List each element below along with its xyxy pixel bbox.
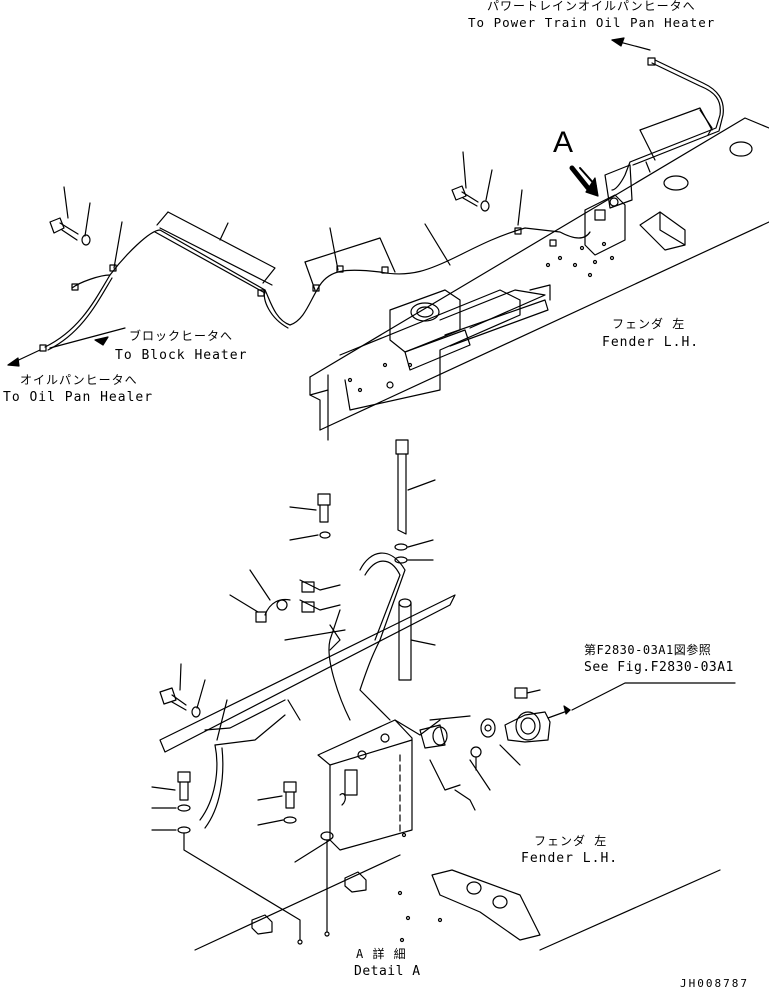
leader-lines-top [156, 107, 713, 291]
bolt-washer-top-right [451, 151, 523, 226]
long-bolt [395, 439, 436, 535]
cable-assembly-middle [229, 552, 406, 721]
label-fender-top-en: Fender L.H. [602, 335, 700, 350]
label-detail-en: Detail A [354, 964, 421, 979]
heater-cable-top [39, 227, 591, 352]
label-detail-jp: A 詳 細 [356, 947, 407, 961]
bolt-washer-lower-center [257, 781, 334, 937]
label-arrow-a: A [553, 126, 574, 159]
label-power-train-jp: パワートレインオイルパンヒータへ [487, 0, 696, 13]
label-block-heater-en: To Block Heater [115, 348, 248, 363]
bracket-frame-top [339, 284, 551, 411]
fender-plate-bottom [194, 832, 721, 951]
washers-middle [394, 539, 434, 564]
heater-socket-mount-top [584, 164, 633, 256]
pipe-to-power-train-heater [611, 57, 724, 191]
label-power-train-en: To Power Train Oil Pan Heater [468, 15, 716, 30]
bolt-washer-lower-left [159, 663, 228, 741]
label-oil-pan-jp: オイルパンヒータへ [20, 373, 138, 387]
bolt-washer-middle [289, 493, 331, 541]
support-bar [159, 594, 456, 753]
label-fender-top-jp: フェンダ 左 [612, 317, 686, 331]
fender-plate-top [309, 117, 769, 441]
see-fig-leader [571, 682, 736, 711]
label-see-fig-jp: 第F2830-03A1図参照 [584, 643, 712, 657]
label-block-heater-jp: ブロックヒータへ [129, 329, 234, 343]
drawing-code: JH008787 [680, 977, 749, 990]
label-fender-bottom-en: Fender L.H. [521, 851, 619, 866]
label-fender-bottom-jp: フェンダ 左 [534, 834, 608, 848]
arrow-a-indicator [569, 165, 599, 197]
bolt-washer-top-left [49, 186, 123, 269]
bolt-washer-lower [151, 744, 303, 945]
label-see-fig-en: See Fig.F2830-03A1 [584, 660, 734, 675]
label-oil-pan-en: To Oil Pan Healer [3, 390, 154, 405]
socket-bracket [317, 719, 441, 851]
spacer-tube [398, 598, 436, 681]
direction-arrows-top [7, 37, 651, 367]
heater-socket-assembly [419, 687, 571, 811]
